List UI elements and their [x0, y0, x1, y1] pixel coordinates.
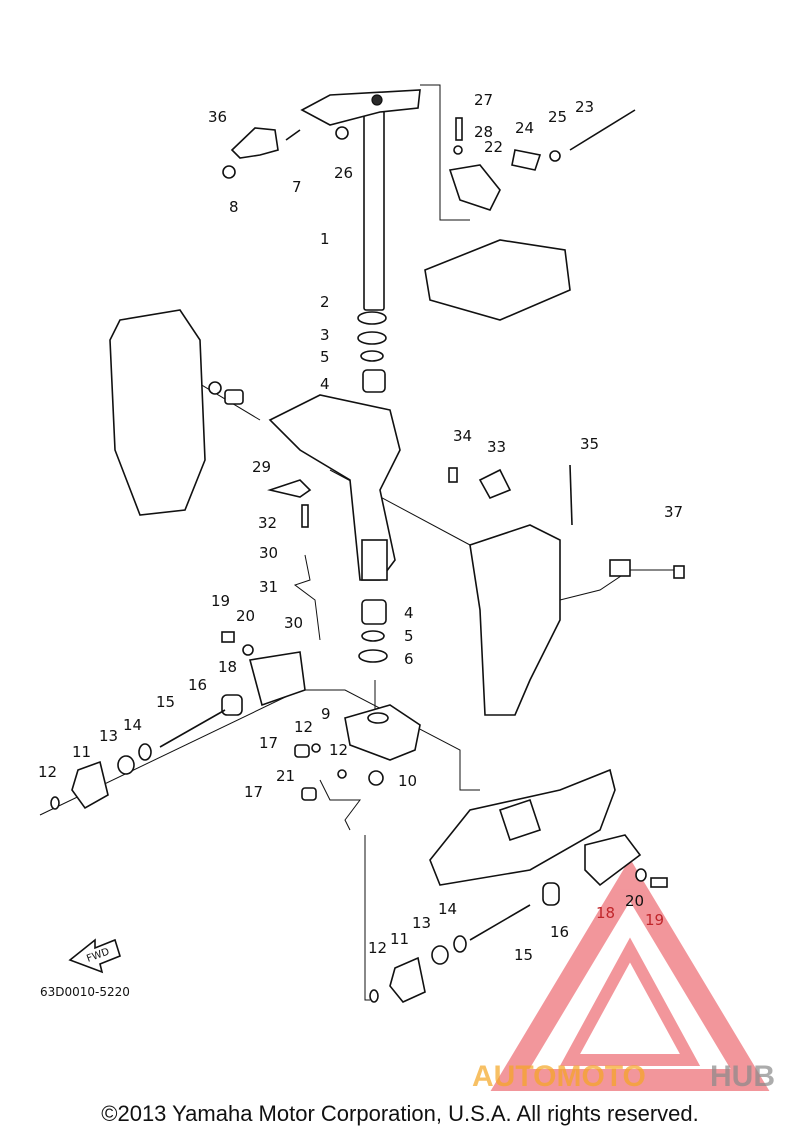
callout-5: 5 — [404, 627, 414, 645]
callout-18: 18 — [596, 904, 615, 922]
callout-6: 6 — [404, 650, 414, 668]
callout-9: 9 — [321, 705, 331, 723]
callout-1: 1 — [320, 230, 330, 248]
steering-shaft — [300, 89, 421, 311]
callout-15: 15 — [514, 946, 533, 964]
callout-19: 19 — [645, 911, 664, 929]
fwd-arrow: FWD — [68, 938, 121, 974]
callout-3: 3 — [320, 326, 330, 344]
callout-8: 8 — [229, 198, 239, 216]
callout-37: 37 — [664, 503, 683, 521]
callout-13: 13 — [412, 914, 431, 932]
callout-15: 15 — [156, 693, 175, 711]
callout-4: 4 — [320, 375, 330, 393]
diagram-code: 63D0010-5220 — [40, 985, 130, 999]
callout-26: 26 — [334, 164, 353, 182]
callout-18: 18 — [218, 658, 237, 676]
callout-10: 10 — [398, 772, 417, 790]
callout-17: 17 — [244, 783, 263, 801]
callout-4: 4 — [404, 604, 414, 622]
callout-30: 30 — [259, 544, 278, 562]
watermark-text-orange: AUTOMOTO — [472, 1060, 646, 1093]
callout-14: 14 — [438, 900, 457, 918]
callout-30: 30 — [284, 614, 303, 632]
callout-34: 34 — [453, 427, 472, 445]
lower-mount-right — [369, 834, 668, 1003]
callout-2: 2 — [320, 293, 330, 311]
callout-32: 32 — [258, 514, 277, 532]
lower-mount-bracket — [344, 704, 421, 761]
callout-5: 5 — [320, 348, 330, 366]
callout-13: 13 — [99, 727, 118, 745]
watermark-logo — [490, 858, 770, 1091]
callout-labels: 36 7 8 26 27 28 22 24 25 23 1 2 3 5 4 34… — [38, 91, 683, 964]
callout-11: 11 — [390, 930, 409, 948]
callout-11: 11 — [72, 743, 91, 761]
callout-29: 29 — [252, 458, 271, 476]
callout-20: 20 — [236, 607, 255, 625]
callout-12: 12 — [329, 741, 348, 759]
clamp-bracket-left — [109, 309, 244, 516]
callout-23: 23 — [575, 98, 594, 116]
callout-31: 31 — [259, 578, 278, 596]
clamp-bracket-right — [469, 464, 680, 716]
upper-mount-cover — [424, 109, 636, 321]
callout-14: 14 — [123, 716, 142, 734]
callout-12: 12 — [294, 718, 313, 736]
callout-36: 36 — [208, 108, 227, 126]
callout-12: 12 — [38, 763, 57, 781]
callout-20: 20 — [625, 892, 644, 910]
callout-21: 21 — [276, 767, 295, 785]
callout-24: 24 — [515, 119, 534, 137]
watermark-text-gray: HUB — [710, 1060, 775, 1093]
callout-22: 22 — [484, 138, 503, 156]
callout-27: 27 — [474, 91, 493, 109]
callout-7: 7 — [292, 178, 302, 196]
callout-28: 28 — [474, 123, 493, 141]
callout-19: 19 — [211, 592, 230, 610]
callout-35: 35 — [580, 435, 599, 453]
callout-16: 16 — [550, 923, 569, 941]
fasteners-misc — [294, 467, 685, 831]
callout-12: 12 — [368, 939, 387, 957]
swivel-bracket — [268, 394, 401, 581]
assembly-guide-lines — [39, 84, 480, 1001]
bushing-stack-upper — [357, 311, 387, 393]
grease-hose — [267, 479, 321, 641]
callout-17: 17 — [259, 734, 278, 752]
callout-16: 16 — [188, 676, 207, 694]
lower-casing — [429, 768, 616, 886]
callout-33: 33 — [487, 438, 506, 456]
bushing-stack-lower — [358, 599, 388, 663]
copyright-notice: ©2013 Yamaha Motor Corporation, U.S.A. A… — [101, 1101, 699, 1126]
lower-mount-left — [50, 631, 306, 810]
bracket-36 — [222, 126, 349, 179]
callout-25: 25 — [548, 108, 567, 126]
